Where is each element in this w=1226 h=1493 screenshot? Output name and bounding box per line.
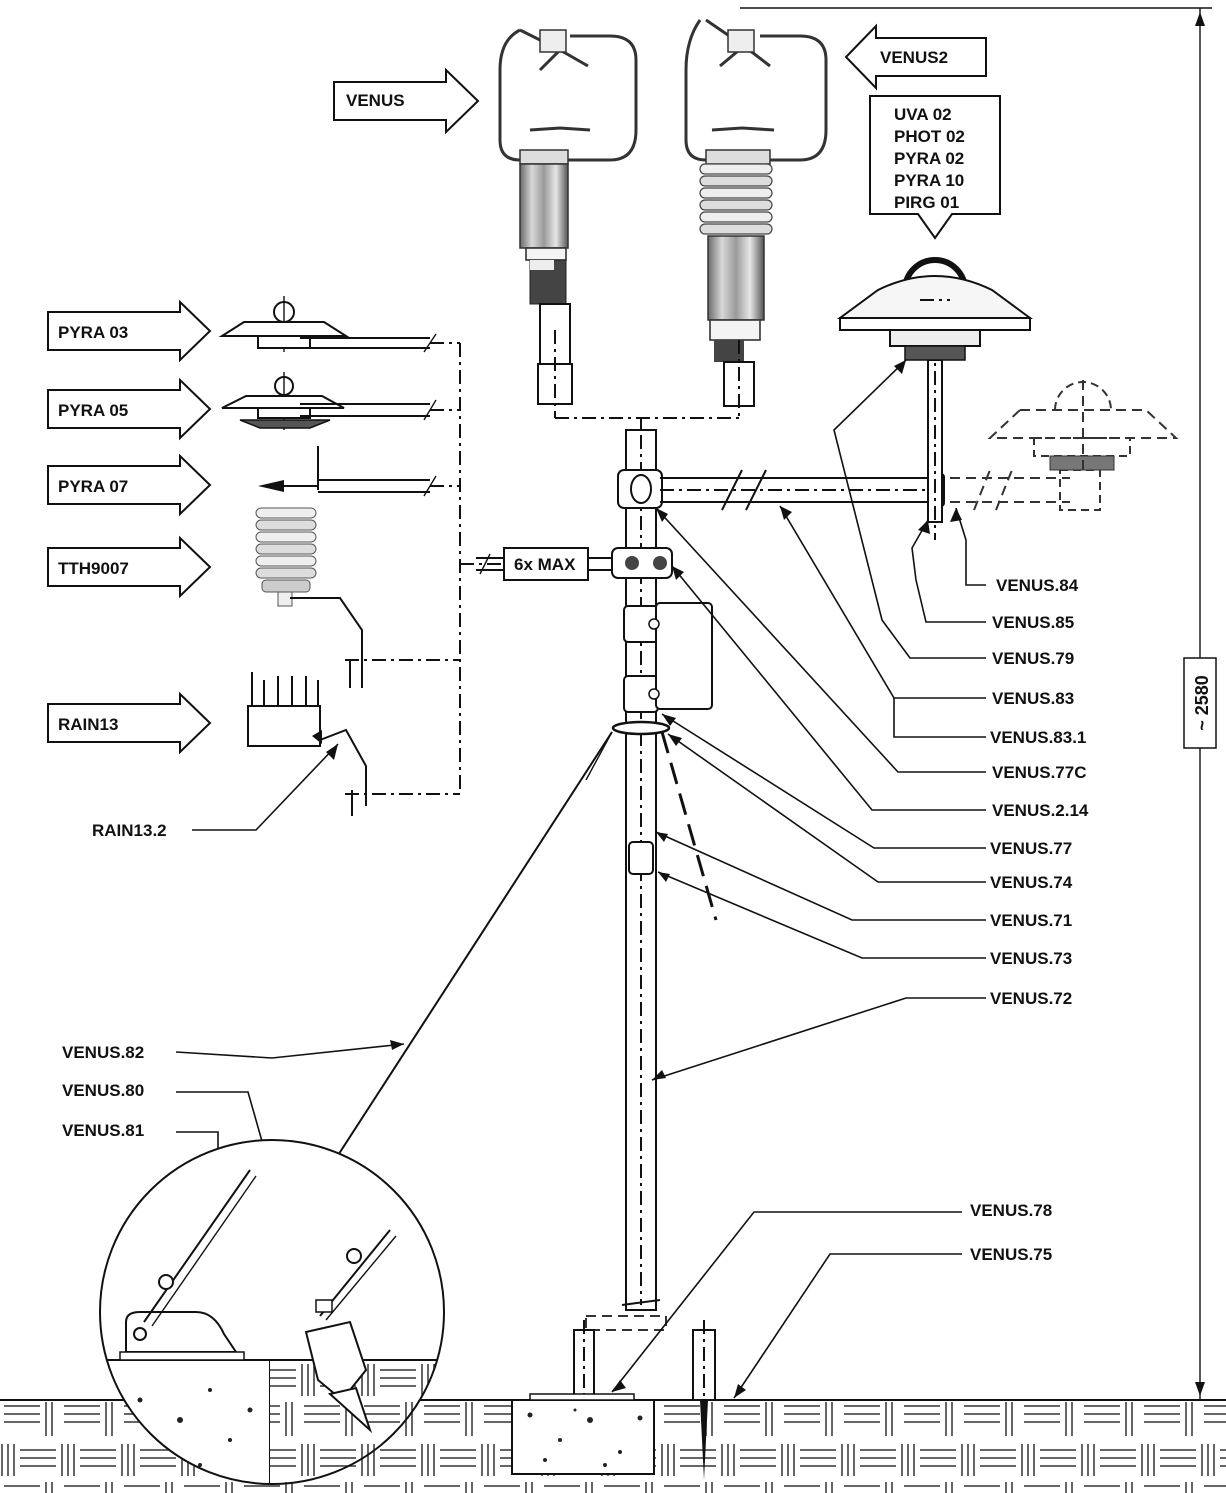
callout-venus-77c: VENUS.77C <box>992 763 1086 782</box>
arrow-pyra05: PYRA 05 <box>47 377 212 441</box>
arrow-rain13: RAIN13 <box>47 691 212 755</box>
main-mast <box>529 429 716 1480</box>
crossarm <box>660 290 1101 540</box>
sensor-list-line-1: UVA 02 <box>894 105 952 124</box>
callout-venus-83: VENUS.83 <box>992 689 1074 708</box>
callout-venus-82: VENUS.82 <box>62 1043 144 1062</box>
callout-venus-73: VENUS.73 <box>990 949 1072 968</box>
rain13-sensor <box>247 672 367 816</box>
radiation-sensor-alternate <box>987 380 1179 471</box>
callout-venus-71: VENUS.71 <box>990 911 1072 930</box>
pyra05-sensor <box>221 372 437 430</box>
max-box: 6x MAX <box>503 547 589 581</box>
sensor-list-line-4: PYRA 10 <box>894 171 964 190</box>
callout-venus-74: VENUS.74 <box>990 873 1073 892</box>
right-leader-arrowheads <box>612 360 962 1398</box>
venus2-sensor <box>684 18 828 418</box>
callout-venus-78: VENUS.78 <box>970 1201 1052 1220</box>
arrow-pyra07: PYRA 07 <box>47 453 212 517</box>
venus-sensor <box>498 28 638 418</box>
left-sensor-bracket <box>345 342 612 795</box>
right-callouts: VENUS.84 VENUS.85 VENUS.79 VENUS.83 VENU… <box>970 576 1089 1264</box>
callout-venus-2-14: VENUS.2.14 <box>992 801 1089 820</box>
sensor-list-box: UVA 02 PHOT 02 PYRA 02 PYRA 10 PIRG 01 <box>869 95 1001 240</box>
arrow-venus: VENUS <box>333 67 480 135</box>
arrow-rain13-label: RAIN13 <box>58 715 118 734</box>
concrete-foundation <box>511 1399 655 1475</box>
sensor-list-line-5: PIRG 01 <box>894 193 959 212</box>
left-callouts: RAIN13.2 VENUS.82 VENUS.80 VENUS.81 <box>62 821 167 1140</box>
arrow-tth9007-label: TTH9007 <box>58 559 129 578</box>
sensor-list-line-3: PYRA 02 <box>894 149 964 168</box>
pyra07-sensor <box>258 446 437 497</box>
arrow-venus2-label: VENUS2 <box>880 48 948 67</box>
callout-venus-84: VENUS.84 <box>996 576 1079 595</box>
mast-clamps <box>611 469 713 736</box>
callout-venus-72: VENUS.72 <box>990 989 1072 1008</box>
pyra03-sensor <box>218 296 437 353</box>
callout-venus-79: VENUS.79 <box>992 649 1074 668</box>
callout-venus-80: VENUS.80 <box>62 1081 144 1100</box>
callout-venus-81: VENUS.81 <box>62 1121 144 1140</box>
arrow-pyra03: PYRA 03 <box>47 299 212 363</box>
top-bracket <box>555 417 739 430</box>
arrow-venus-label: VENUS <box>346 91 405 110</box>
arrow-venus2: VENUS2 <box>844 23 987 91</box>
callout-rain13-2: RAIN13.2 <box>92 821 167 840</box>
radiation-sensor <box>836 257 1034 361</box>
anchor-detail-circle <box>99 1139 445 1485</box>
callout-venus-83-1: VENUS.83.1 <box>990 728 1086 747</box>
venus2-shield-fins <box>699 163 773 235</box>
arrow-pyra05-label: PYRA 05 <box>58 401 128 420</box>
tth9007-sensor <box>255 507 363 688</box>
max-box-label: 6x MAX <box>514 555 576 574</box>
right-leader-lines <box>611 359 986 1399</box>
dimension-label: ~ 2580 <box>1192 675 1212 731</box>
callout-venus-77: VENUS.77 <box>990 839 1072 858</box>
arrow-pyra03-label: PYRA 03 <box>58 323 128 342</box>
guy-wires <box>321 731 718 1181</box>
arrow-tth9007: TTH9007 <box>47 535 212 599</box>
callout-venus-85: VENUS.85 <box>992 613 1074 632</box>
height-dimension: ~ 2580 <box>740 7 1217 1401</box>
sensor-list-line-2: PHOT 02 <box>894 127 965 146</box>
callout-venus-75: VENUS.75 <box>970 1245 1052 1264</box>
arrow-pyra07-label: PYRA 07 <box>58 477 128 496</box>
datalogger-box <box>655 602 713 710</box>
